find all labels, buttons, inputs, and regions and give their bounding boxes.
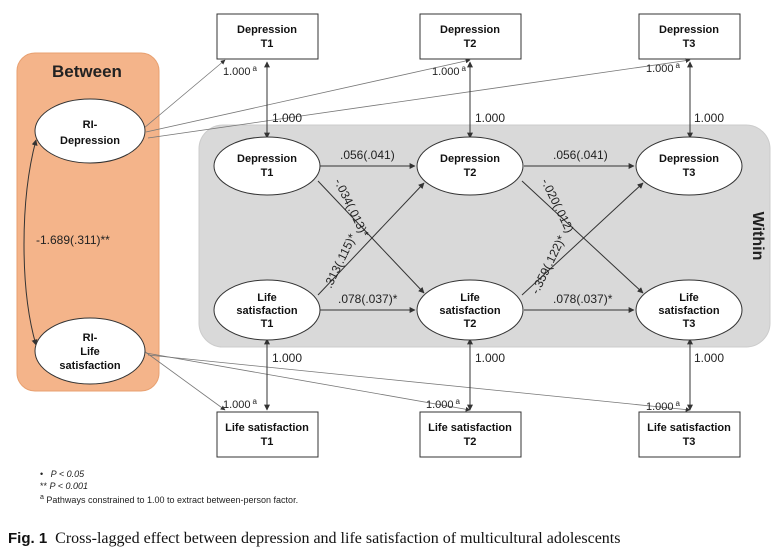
svg-text:satisfaction: satisfaction <box>236 305 297 317</box>
svg-text:T3: T3 <box>683 167 696 179</box>
svg-text:Life satisfaction: Life satisfaction <box>647 422 731 434</box>
ri-covariance-coef: -1.689(.311)** <box>36 233 110 247</box>
note-star: • P < 0.05 <box>40 469 85 479</box>
observed-depression-t2: Depression T2 <box>419 13 522 60</box>
life-satisfaction-t3-node: Life satisfaction T3 <box>635 279 743 341</box>
svg-text:Life: Life <box>257 292 277 304</box>
observed-life-satisfaction-t3: Life satisfaction T3 <box>638 411 741 458</box>
note-doublestar: ** P < 0.001 <box>40 481 88 491</box>
footnotes: • P < 0.05 ** P < 0.001 a Pathways const… <box>40 468 298 506</box>
figure-label: Fig. 1 <box>8 530 48 547</box>
svg-text:Life: Life <box>80 346 100 358</box>
ri-depression-node: RI- Depression <box>34 98 146 164</box>
observed-life-satisfaction-t1: Life satisfaction T1 <box>216 411 319 458</box>
between-label: Between <box>52 62 122 81</box>
within-panel <box>198 124 771 348</box>
svg-text:Depression: Depression <box>440 24 500 36</box>
observed-life-satisfaction-t2: Life satisfaction T2 <box>419 411 522 458</box>
svg-text:1.000: 1.000 <box>694 111 724 125</box>
depression-t3-node: Depression T3 <box>635 136 743 196</box>
fixed-loading-arrows <box>264 61 693 411</box>
svg-text:satisfaction: satisfaction <box>59 360 120 372</box>
dep-t1-t2-coef: .056(.041) <box>340 148 395 162</box>
svg-text:Depression: Depression <box>60 135 120 147</box>
within-label: Within <box>749 212 766 261</box>
svg-text:Life satisfaction: Life satisfaction <box>428 422 512 434</box>
svg-text:1.000: 1.000 <box>272 351 302 365</box>
svg-text:T1: T1 <box>261 436 274 448</box>
life-t1-t2-coef: .078(.037)* <box>338 292 398 306</box>
note-a: a Pathways constrained to 1.00 to extrac… <box>40 494 299 505</box>
svg-text:T3: T3 <box>683 38 696 50</box>
svg-text:1.000: 1.000 <box>694 351 724 365</box>
svg-text:1.000: 1.000 <box>272 111 302 125</box>
svg-text:T3: T3 <box>683 436 696 448</box>
ri-life-satisfaction-node: RI- Life satisfaction <box>34 317 146 385</box>
svg-text:RI-: RI- <box>83 119 98 131</box>
observed-depression-t3: Depression T3 <box>638 13 741 60</box>
svg-text:T2: T2 <box>464 436 477 448</box>
svg-text:T2: T2 <box>464 38 477 50</box>
life-satisfaction-t1-node: Life satisfaction T1 <box>213 279 321 341</box>
fixed-loading-labels: 1.000 1.000 1.000 1.000 1.000 1.000 <box>272 111 724 365</box>
svg-text:T1: T1 <box>261 318 274 330</box>
svg-text:T3: T3 <box>683 318 696 330</box>
svg-text:satisfaction: satisfaction <box>439 305 500 317</box>
svg-text:Life satisfaction: Life satisfaction <box>225 422 309 434</box>
ri-loading-lines <box>143 58 691 412</box>
figure-caption-text: Cross-lagged effect between depression a… <box>55 530 621 547</box>
svg-text:1.000: 1.000 <box>475 351 505 365</box>
svg-text:Depression: Depression <box>659 24 719 36</box>
svg-text:Life: Life <box>460 292 480 304</box>
ri-covariance-arrow <box>23 139 38 346</box>
life-t2-t3-coef: .078(.037)* <box>553 292 613 306</box>
svg-text:RI-: RI- <box>83 332 98 344</box>
svg-text:T2: T2 <box>464 318 477 330</box>
dep-t2-t3-coef: .056(.041) <box>553 148 608 162</box>
svg-text:Depression: Depression <box>440 153 500 165</box>
depression-t2-node: Depression T2 <box>416 136 524 196</box>
svg-text:Depression: Depression <box>237 24 297 36</box>
svg-text:T2: T2 <box>464 167 477 179</box>
life-satisfaction-t2-node: Life satisfaction T2 <box>416 279 524 341</box>
structural-paths <box>317 163 644 313</box>
svg-text:T1: T1 <box>261 38 274 50</box>
svg-text:Depression: Depression <box>659 153 719 165</box>
figure-caption: Fig. 1 Cross-lagged effect between depre… <box>8 530 620 548</box>
depression-t1-node: Depression T1 <box>213 136 321 196</box>
svg-text:satisfaction: satisfaction <box>658 305 719 317</box>
svg-text:1.000: 1.000 <box>475 111 505 125</box>
svg-text:T1: T1 <box>261 167 274 179</box>
svg-text:Life: Life <box>679 292 699 304</box>
observed-depression-t1: Depression T1 <box>216 13 319 60</box>
svg-text:Depression: Depression <box>237 153 297 165</box>
